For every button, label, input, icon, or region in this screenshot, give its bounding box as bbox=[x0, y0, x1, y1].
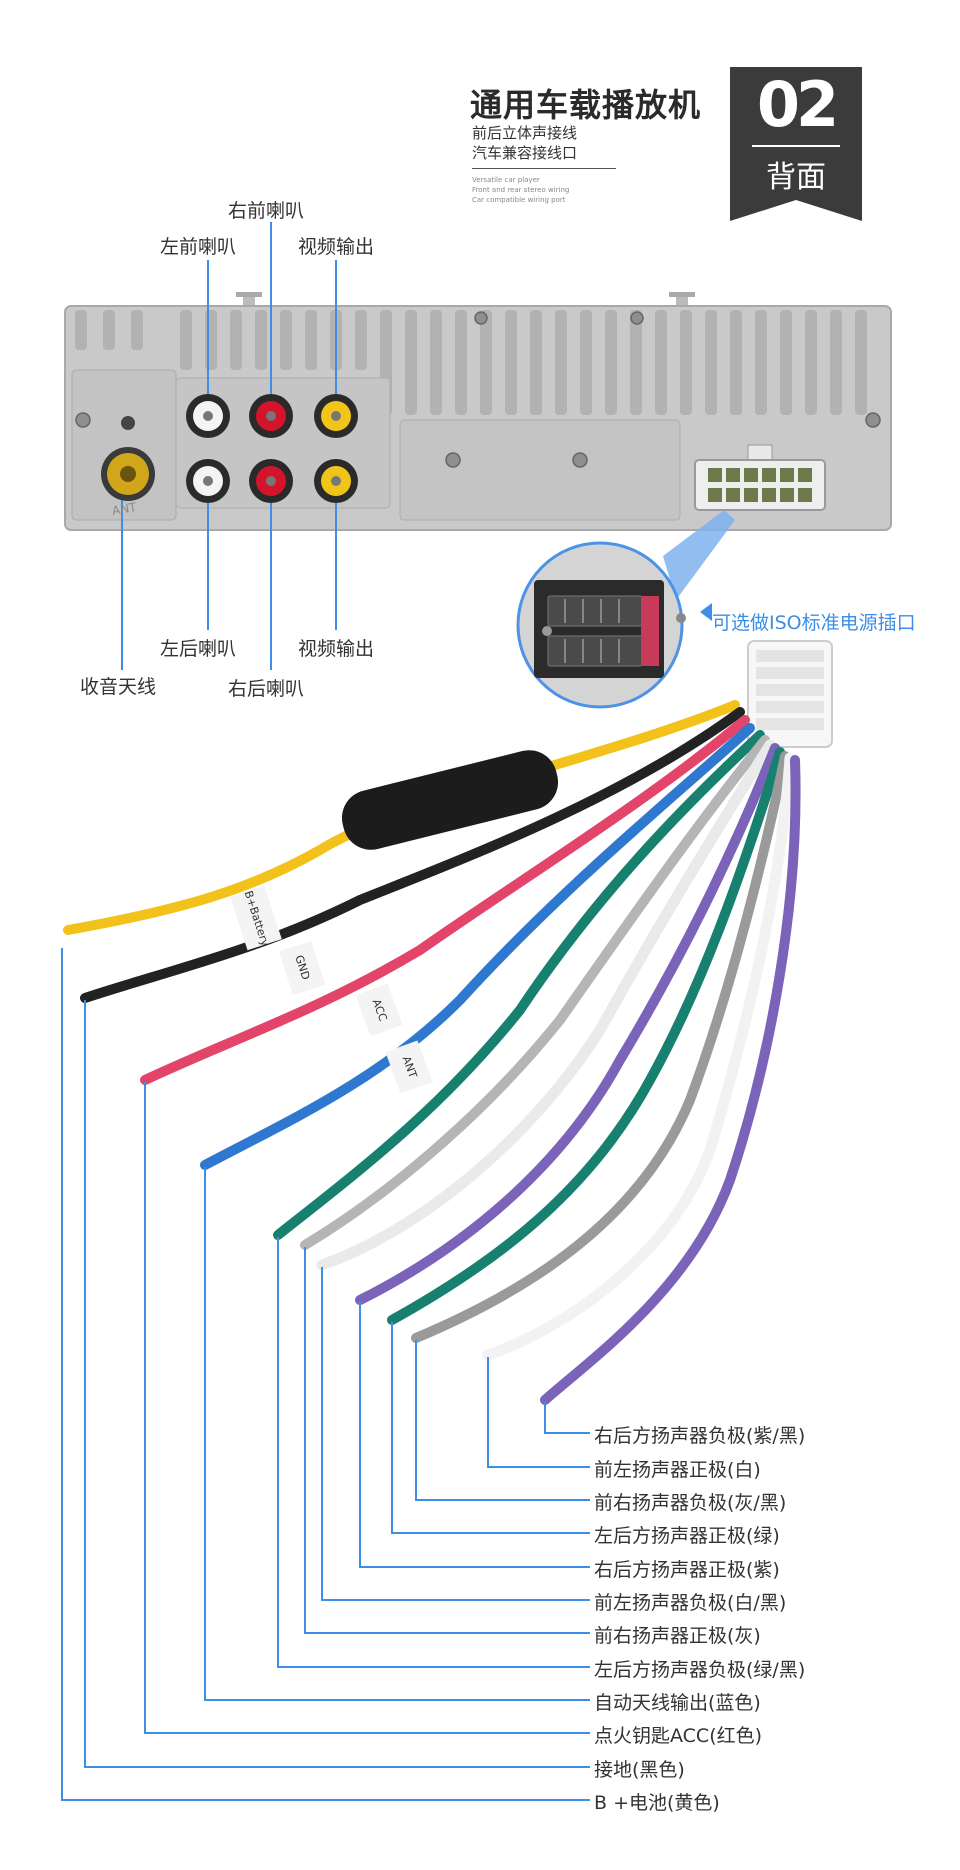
legend-ground: 接地(黑色) bbox=[594, 1759, 685, 1781]
legend-rear-left-negative: 左后方扬声器负极(绿/黑) bbox=[594, 1659, 806, 1681]
label-iso-option: 可选做ISO标准电源插口 bbox=[712, 612, 916, 634]
english-line-2: Front and rear stereo wiring bbox=[472, 186, 570, 194]
legend-front-right-positive: 前右扬声器正极(灰) bbox=[594, 1625, 761, 1647]
legend-rear-left-positive: 左后方扬声器正极(绿) bbox=[594, 1525, 780, 1547]
product-title: 通用车载播放机 bbox=[470, 86, 702, 124]
wire-purple bbox=[355, 743, 780, 1305]
wire-green-black bbox=[273, 730, 765, 1240]
head-unit-rear-panel bbox=[64, 292, 892, 531]
wire-black bbox=[80, 707, 745, 1003]
harness-connector bbox=[747, 640, 833, 748]
wire-blue bbox=[200, 723, 755, 1170]
badge-number: 02 bbox=[756, 68, 839, 141]
label-video-out-top: 视频输出 bbox=[298, 236, 375, 258]
badge-label: 背面 bbox=[766, 160, 826, 195]
label-radio-antenna: 收音天线 bbox=[80, 676, 157, 698]
label-left-rear-speaker: 左后喇叭 bbox=[160, 638, 237, 660]
subtitle-compatible: 汽车兼容接线口 bbox=[472, 144, 578, 162]
legend-front-right-negative: 前右扬声器负极(灰/黑) bbox=[594, 1492, 787, 1514]
legend-rear-right-negative: 右后方扬声器负极(紫/黑) bbox=[594, 1425, 806, 1447]
rca-jacks bbox=[186, 394, 358, 503]
label-right-front-speaker: 右前喇叭 bbox=[228, 200, 305, 222]
wire-red bbox=[140, 715, 750, 1085]
legend-battery: B +电池(黄色) bbox=[594, 1792, 720, 1814]
page-badge-shape bbox=[730, 67, 862, 221]
wires bbox=[63, 700, 801, 1405]
english-line-1: Versatile car player bbox=[472, 176, 540, 184]
header-divider bbox=[472, 168, 616, 169]
legend-front-left-positive: 前左扬声器正极(白) bbox=[594, 1459, 761, 1481]
power-connector bbox=[694, 444, 826, 511]
callout-lines bbox=[61, 222, 590, 1801]
wire-yellow bbox=[63, 700, 740, 935]
inline-filter bbox=[341, 750, 559, 850]
subtitle-stereo: 前后立体声接线 bbox=[472, 124, 578, 142]
wire-grey bbox=[300, 735, 770, 1250]
english-line-3: Car compatible wiring port bbox=[472, 196, 566, 204]
label-video-out-bottom: 视频输出 bbox=[298, 638, 375, 660]
wire-white-black bbox=[316, 739, 776, 1271]
wire-grey-black bbox=[411, 751, 790, 1343]
legend-acc: 点火钥匙ACC(红色) bbox=[594, 1725, 763, 1747]
wire-white bbox=[482, 752, 796, 1361]
legend-rear-right-positive: 右后方扬声器正极(紫) bbox=[594, 1559, 780, 1581]
label-left-front-speaker: 左前喇叭 bbox=[160, 236, 237, 258]
legend-auto-antenna: 自动天线输出(蓝色) bbox=[594, 1692, 761, 1714]
legend-front-left-negative: 前左扬声器负极(白/黑) bbox=[594, 1592, 787, 1614]
label-right-rear-speaker: 右后喇叭 bbox=[228, 678, 305, 700]
wire-purple-black bbox=[540, 755, 801, 1405]
iso-zoom-inset bbox=[516, 510, 735, 709]
wire-green bbox=[387, 747, 785, 1325]
